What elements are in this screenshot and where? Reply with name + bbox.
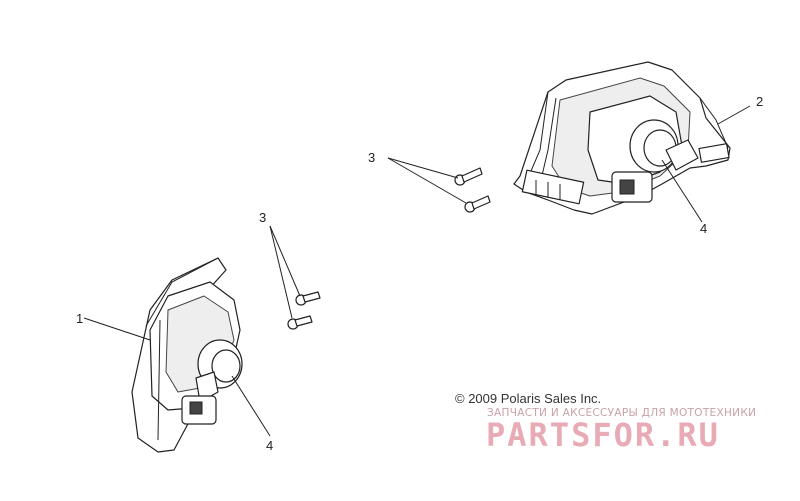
callout-part-3-upper: 3 (368, 150, 375, 165)
watermark-subtitle: ЗАПЧАСТИ И АКСЕССУАРЫ ДЛЯ МОТОТЕХНИКИ (487, 407, 756, 419)
callout-part-2: 2 (756, 94, 763, 109)
callout-part-4-left: 4 (266, 438, 273, 453)
screws-lower (287, 291, 321, 330)
left-bulb-socket (181, 339, 243, 425)
leader-lines (83, 105, 751, 437)
watermark: ЗАПЧАСТИ И АКСЕССУАРЫ ДЛЯ МОТОТЕХНИКИ PA… (486, 407, 756, 454)
right-bulb-socket (611, 119, 699, 203)
screw (454, 167, 483, 186)
screws-upper (454, 167, 491, 213)
screw (295, 291, 321, 306)
callout-part-4-right: 4 (700, 221, 707, 236)
callout-part-3-lower: 3 (259, 210, 266, 225)
watermark-brand: PARTSFOR.RU (486, 416, 720, 454)
screw (464, 195, 491, 213)
copyright-text: © 2009 Polaris Sales Inc. (455, 391, 601, 406)
screw (287, 315, 313, 330)
callout-part-1: 1 (76, 311, 83, 326)
